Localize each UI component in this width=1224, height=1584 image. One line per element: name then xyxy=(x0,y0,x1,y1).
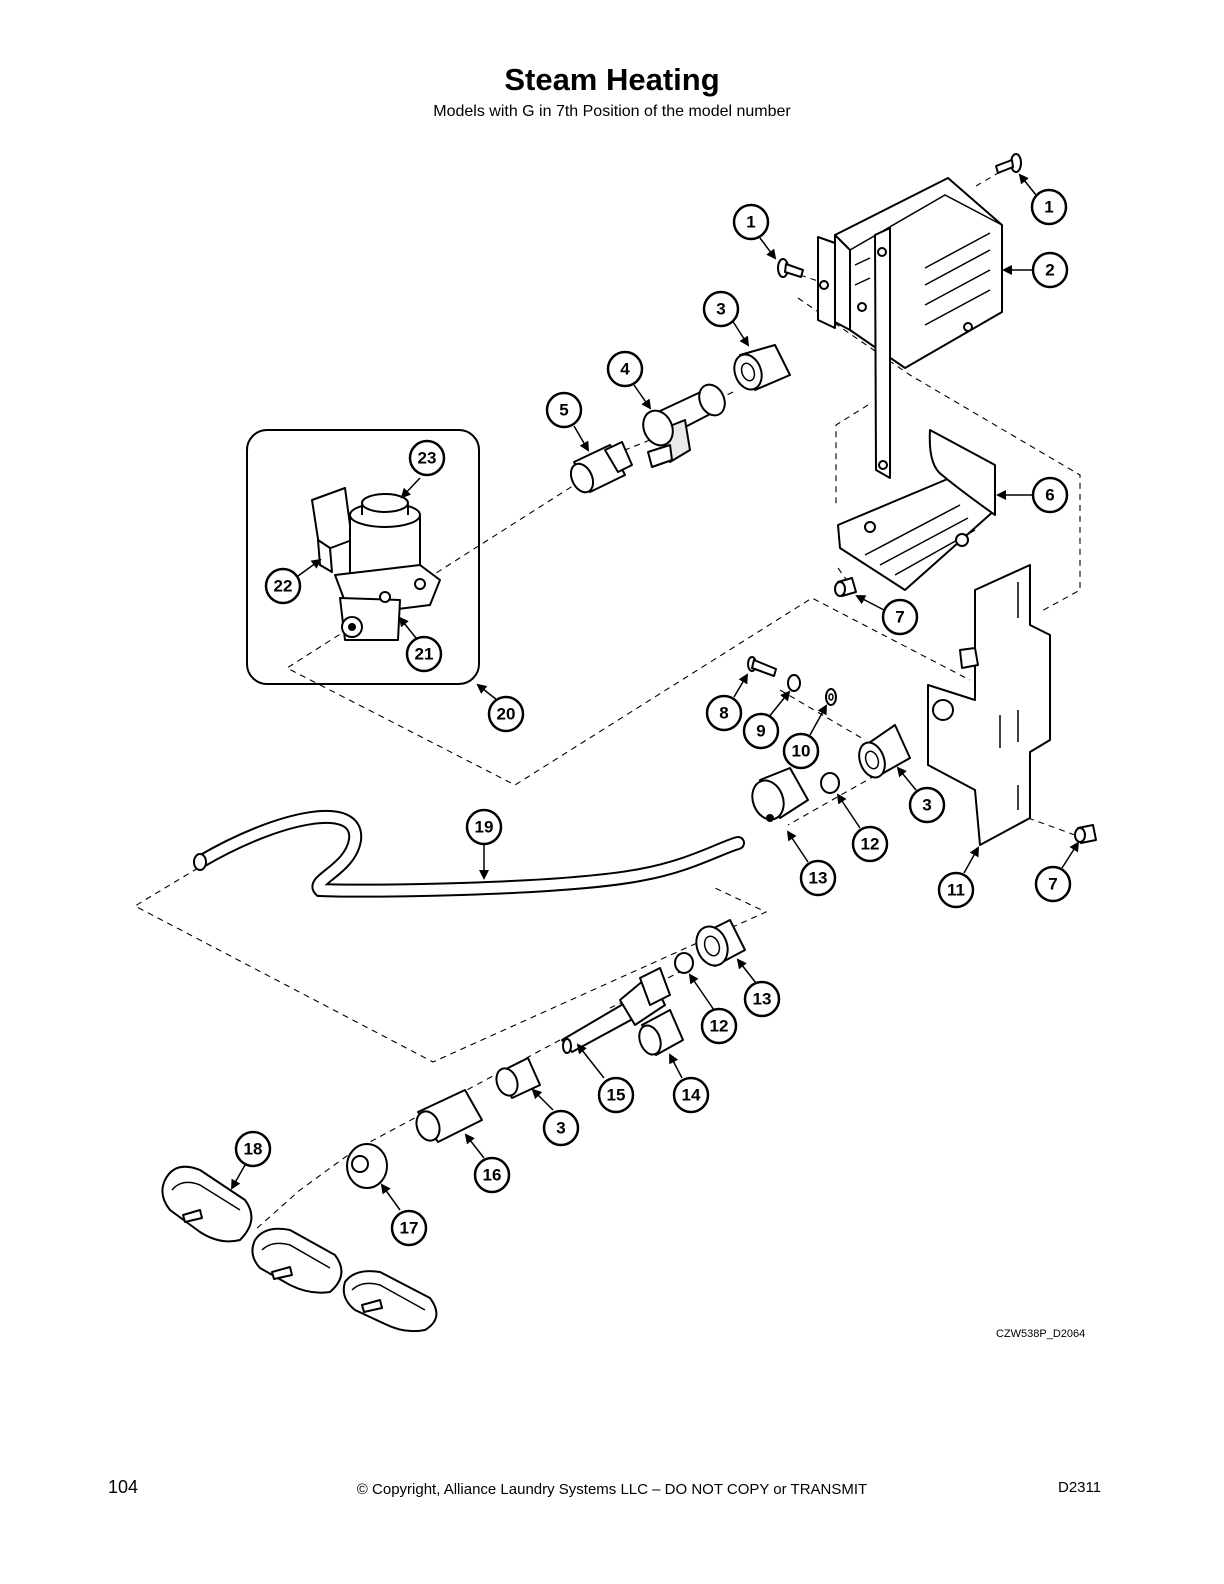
cover-bracket xyxy=(817,177,1003,479)
callout-23: 23 xyxy=(408,439,446,477)
fitting-lower xyxy=(495,1057,541,1099)
fitting-top xyxy=(733,344,791,391)
svg-text:14: 14 xyxy=(682,1086,701,1105)
pipe-nipple xyxy=(569,441,633,494)
coupling xyxy=(415,1089,483,1143)
callout-13-lower: 13 xyxy=(743,980,781,1018)
compression-nut-lower xyxy=(695,919,746,967)
gasket-washer xyxy=(346,1143,388,1189)
document-code: D2311 xyxy=(1058,1479,1102,1496)
svg-text:21: 21 xyxy=(415,645,434,664)
adapter-fitting xyxy=(638,1009,684,1056)
svg-text:1: 1 xyxy=(1044,198,1053,217)
callout-1-left: 1 xyxy=(732,203,770,241)
callout-12-upper: 12 xyxy=(851,825,889,863)
callout-7-upper: 7 xyxy=(881,598,919,636)
fill-tube xyxy=(561,967,671,1054)
flat-washer xyxy=(825,688,837,706)
callout-1-right: 1 xyxy=(1030,188,1068,226)
callout-4: 4 xyxy=(606,350,644,388)
svg-text:6: 6 xyxy=(1045,486,1054,505)
bolt xyxy=(747,656,777,677)
page-subtitle: Models with G in 7th Position of the mod… xyxy=(433,103,791,120)
callout-19: 19 xyxy=(465,808,503,846)
svg-text:16: 16 xyxy=(483,1166,502,1185)
callout-6: 6 xyxy=(1031,476,1069,514)
svg-text:13: 13 xyxy=(753,990,772,1009)
svg-text:3: 3 xyxy=(556,1119,565,1138)
svg-text:12: 12 xyxy=(710,1017,729,1036)
screw-right xyxy=(995,153,1022,174)
ferrule-lower xyxy=(674,952,694,974)
screw-left xyxy=(777,258,804,278)
svg-text:10: 10 xyxy=(792,742,811,761)
callout-12-lower: 12 xyxy=(700,1007,738,1045)
callout-14: 14 xyxy=(672,1076,710,1114)
lock-washer xyxy=(787,674,801,692)
valve-assembly-inset-box xyxy=(246,429,480,685)
callout-2: 2 xyxy=(1031,251,1069,289)
callout-15: 15 xyxy=(597,1076,635,1114)
svg-text:1: 1 xyxy=(746,213,755,232)
svg-text:8: 8 xyxy=(719,704,728,723)
svg-text:22: 22 xyxy=(274,577,293,596)
page-title: Steam Heating xyxy=(504,62,720,97)
svg-text:12: 12 xyxy=(861,835,880,854)
svg-text:9: 9 xyxy=(756,722,765,741)
mounting-plate xyxy=(927,564,1051,846)
svg-text:11: 11 xyxy=(947,881,965,900)
nut-upper xyxy=(834,577,857,597)
callout-5: 5 xyxy=(545,391,583,429)
callout-3-middle: 3 xyxy=(908,786,946,824)
callout-3-top: 3 xyxy=(702,290,740,328)
callout-9: 9 xyxy=(742,712,780,750)
callout-11: 11 xyxy=(937,871,975,909)
callout-17: 17 xyxy=(390,1209,428,1247)
callout-22: 22 xyxy=(264,567,302,605)
svg-text:19: 19 xyxy=(475,818,494,837)
callout-3-lower: 3 xyxy=(542,1109,580,1147)
y-strainer xyxy=(642,383,726,468)
callout-8: 8 xyxy=(705,694,743,732)
svg-text:7: 7 xyxy=(895,608,904,627)
svg-text:2: 2 xyxy=(1045,261,1054,280)
fitting-middle xyxy=(858,724,911,779)
tubing xyxy=(193,809,745,898)
bellows-plugs xyxy=(161,1165,438,1333)
svg-text:3: 3 xyxy=(922,796,931,815)
svg-text:20: 20 xyxy=(497,705,516,724)
callout-21: 21 xyxy=(405,635,443,673)
svg-text:3: 3 xyxy=(716,300,725,319)
svg-text:7: 7 xyxy=(1048,875,1057,894)
svg-text:17: 17 xyxy=(400,1219,419,1238)
support-tray xyxy=(837,429,996,591)
compression-nut-upper xyxy=(751,767,809,822)
callouts: 1 1 2 3 4 5 23 22 21 20 6 7 8 9 10 3 12 … xyxy=(234,188,1072,1247)
callout-13-upper: 13 xyxy=(799,859,837,897)
svg-text:5: 5 xyxy=(559,401,568,420)
nut-lower xyxy=(1074,824,1097,844)
page-number: 104 xyxy=(108,1477,139,1497)
svg-text:13: 13 xyxy=(809,869,828,888)
ferrule-upper xyxy=(820,772,840,794)
solenoid-valve xyxy=(311,487,441,641)
copyright-notice: © Copyright, Alliance Laundry Systems LL… xyxy=(356,1481,868,1498)
svg-text:23: 23 xyxy=(418,449,437,468)
svg-text:15: 15 xyxy=(607,1086,626,1105)
callout-18: 18 xyxy=(234,1130,272,1168)
callout-16: 16 xyxy=(473,1156,511,1194)
callout-10: 10 xyxy=(782,732,820,770)
svg-text:4: 4 xyxy=(620,360,630,379)
callout-20: 20 xyxy=(487,695,525,733)
callout-7-lower: 7 xyxy=(1034,865,1072,903)
figure-code: CZW538P_D2064 xyxy=(996,1328,1086,1340)
svg-text:18: 18 xyxy=(244,1140,263,1159)
callout-leaders xyxy=(231,173,1080,1211)
